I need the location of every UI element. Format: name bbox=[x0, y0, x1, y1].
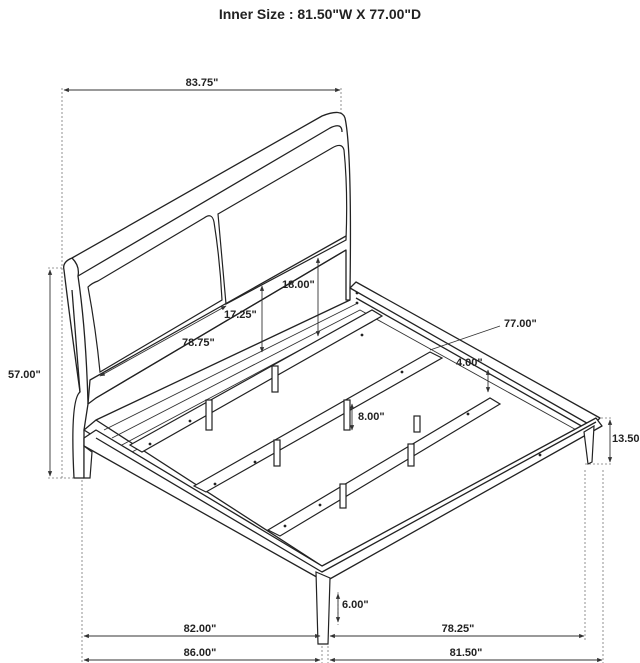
diagram-title: Inner Size : 81.50"W X 77.00"D bbox=[218, 6, 422, 22]
leg-front-left bbox=[83, 444, 93, 479]
side-rail-right bbox=[349, 281, 601, 427]
dim-headboard-inner-width: 78.75" bbox=[182, 337, 215, 349]
dimension-lines bbox=[47, 87, 613, 663]
dim-side-length-outer: 86.00" bbox=[184, 647, 217, 659]
support-leg bbox=[407, 443, 415, 467]
support-leg bbox=[343, 399, 351, 431]
dim-height: 57.00" bbox=[8, 369, 41, 381]
leg-front-center bbox=[315, 571, 331, 645]
dim-overall-width: 83.75" bbox=[186, 77, 219, 89]
bed-frame bbox=[63, 111, 603, 645]
dim-headboard-inner-height: 17.25" bbox=[224, 309, 257, 321]
support-leg bbox=[273, 439, 281, 467]
support-leg bbox=[271, 365, 279, 393]
dim-footboard-height: 13.50" bbox=[612, 433, 640, 445]
slat bbox=[192, 351, 444, 493]
dim-width-outer: 81.50" bbox=[450, 647, 483, 659]
dimension-labels: 83.75" 57.00" 18.00" 17.25" 78.75" 77.00… bbox=[8, 77, 640, 659]
support-leg bbox=[205, 399, 213, 431]
dim-side-rail-length: 77.00" bbox=[504, 318, 537, 330]
leg-front-right bbox=[583, 424, 595, 465]
dim-slat-gap: 4.00" bbox=[456, 357, 483, 369]
headboard-panel-right bbox=[217, 144, 348, 305]
dim-leg-height-center: 8.00" bbox=[358, 411, 385, 423]
slat bbox=[266, 397, 502, 537]
dim-headboard-panel-height: 18.00" bbox=[282, 279, 315, 291]
slat bbox=[128, 309, 384, 453]
support-leg bbox=[339, 483, 347, 509]
dim-clearance: 6.00" bbox=[342, 599, 369, 611]
footboard bbox=[83, 417, 603, 581]
dim-side-length-inner: 82.00" bbox=[184, 623, 217, 635]
support-leg bbox=[413, 415, 421, 433]
dim-width-inner: 78.25" bbox=[442, 623, 475, 635]
